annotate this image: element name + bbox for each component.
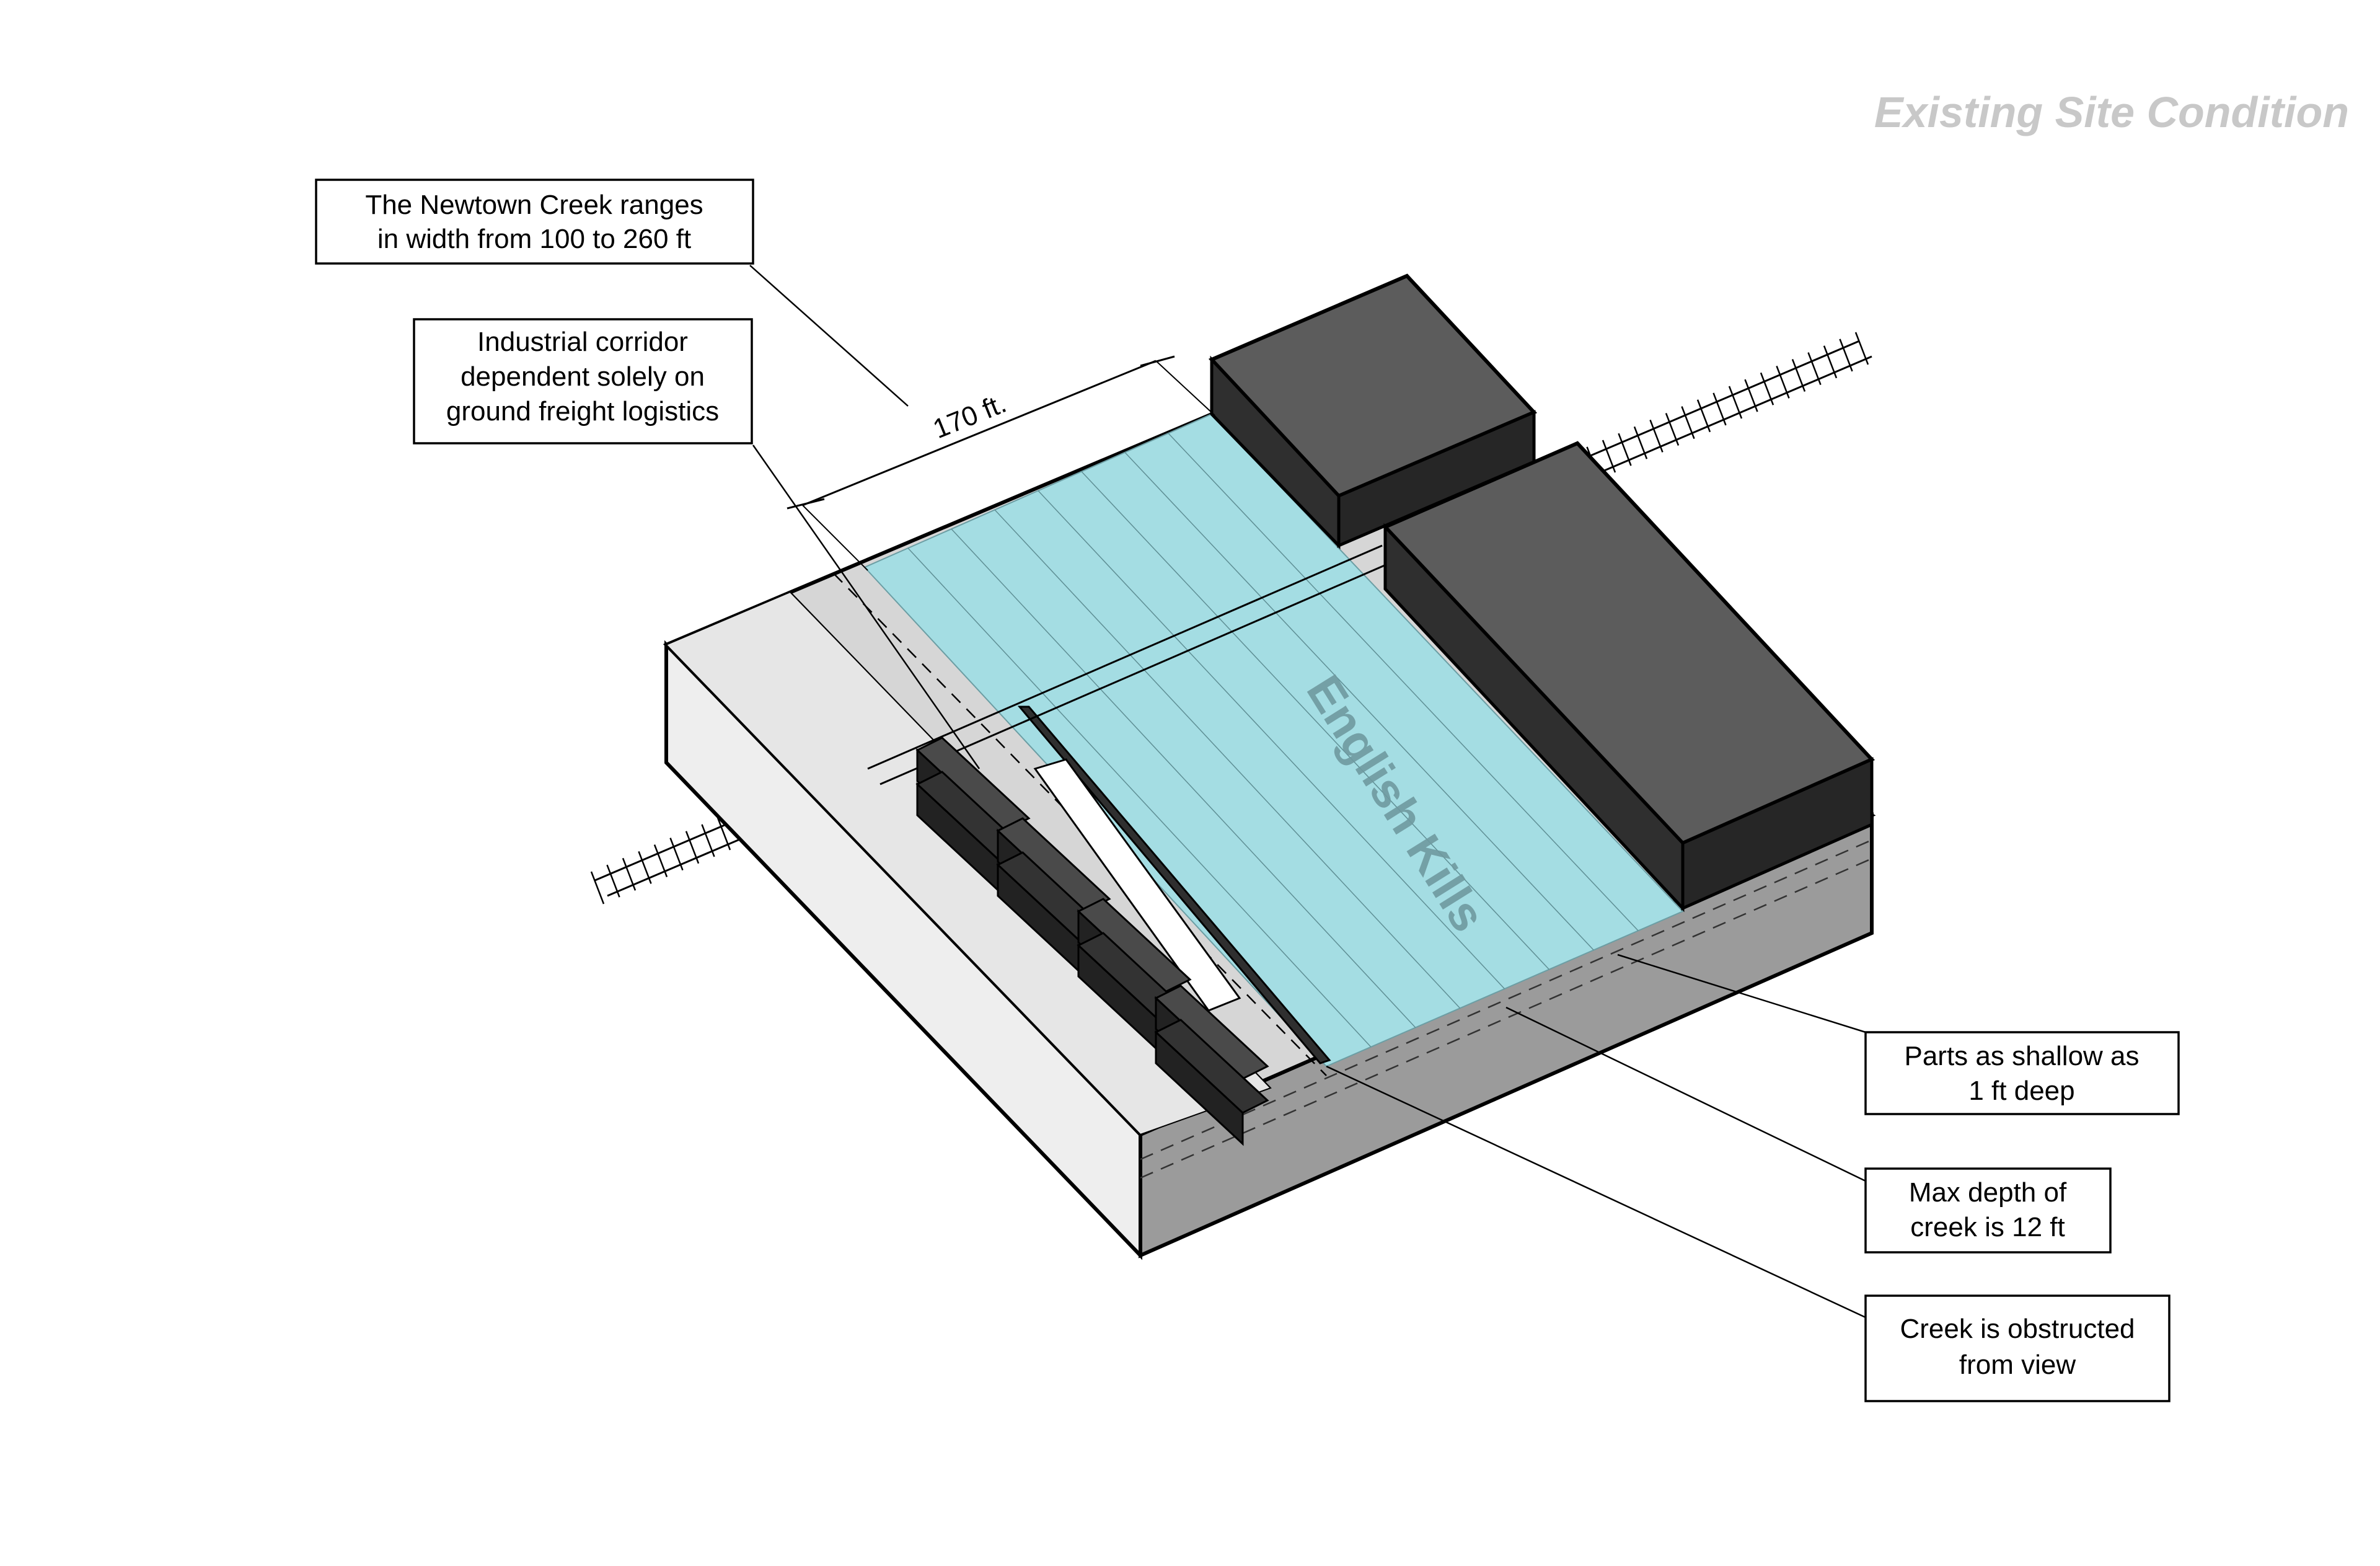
rail-tie	[1633, 426, 1648, 459]
rail-tie	[1665, 413, 1680, 446]
creek-current-line	[907, 547, 1372, 1048]
svg-text:from view: from view	[1959, 1350, 2076, 1380]
rail-tie	[1776, 365, 1790, 399]
creek-current-line	[994, 509, 1461, 1009]
rail-tie	[590, 871, 605, 905]
rail-tie	[1854, 332, 1869, 365]
svg-text:dependent solely on: dependent solely on	[461, 361, 705, 392]
rail-tie	[1807, 352, 1822, 386]
rail-tie	[1823, 345, 1838, 379]
svg-text:Parts as shallow as: Parts as shallow as	[1904, 1041, 2139, 1071]
svg-text:in width from 100 to 260 ft: in width from 100 to 260 ft	[377, 224, 691, 254]
svg-text:The Newtown Creek ranges: The Newtown Creek ranges	[365, 190, 703, 220]
rail-tie	[716, 817, 731, 851]
svg-text:Max depth of: Max depth of	[1909, 1177, 2067, 1208]
creek-current-line	[1038, 490, 1505, 989]
rail-tie	[701, 824, 715, 857]
callout-creek-width: The Newtown Creek ranges in width from 1…	[315, 179, 754, 265]
shipping-container-side	[1155, 1030, 1244, 1146]
dimension-line	[787, 355, 1215, 571]
rail-tie	[685, 831, 700, 864]
diagram-title: Existing Site Condition	[1874, 88, 2349, 136]
callout-shallow: Parts as shallow as 1 ft deep	[1864, 1031, 2180, 1115]
rail-tie	[1744, 379, 1758, 412]
creek-current-line	[951, 528, 1416, 1029]
rail-tie	[1696, 399, 1711, 433]
rail-tie	[669, 838, 684, 871]
svg-text:Industrial corridor: Industrial corridor	[477, 327, 688, 357]
creek-current-line	[1081, 471, 1549, 970]
rail-tie	[1618, 433, 1632, 466]
callout-industrial-corridor: Industrial corridor dependent solely on …	[413, 318, 753, 445]
svg-text:1 ft deep: 1 ft deep	[1968, 1076, 2074, 1106]
creek-current-lines	[907, 433, 1639, 1048]
bulkhead-wall	[1017, 706, 1331, 1064]
rail-tie	[1602, 440, 1616, 473]
rail-tie	[1839, 338, 1853, 372]
rail-tie	[1712, 392, 1727, 426]
callout-max-depth: Max depth of creek is 12 ft	[1864, 1167, 2112, 1254]
shipping-containers	[915, 737, 1269, 1146]
svg-text:ground freight logistics: ground freight logistics	[446, 396, 719, 427]
freight-train	[1033, 758, 1241, 1012]
creek-current-line	[1124, 452, 1594, 951]
rail-tie	[1791, 359, 1806, 392]
rail-tie	[1760, 372, 1774, 405]
rail-tie	[1649, 419, 1664, 453]
callout-obstructed: Creek is obstructed from view	[1864, 1294, 2171, 1402]
creek-water	[863, 413, 1684, 1068]
rail-tie	[653, 844, 668, 877]
creek-current-line	[1168, 433, 1639, 931]
rail-tie	[606, 864, 620, 898]
rail-tie	[638, 851, 652, 884]
building-back	[1208, 273, 1538, 550]
rail-tie	[1681, 406, 1695, 440]
rail-tie	[622, 857, 637, 891]
building-front	[1382, 441, 1875, 913]
svg-text:Creek is obstructed: Creek is obstructed	[1900, 1314, 2135, 1344]
svg-text:creek is 12 ft: creek is 12 ft	[1910, 1212, 2065, 1242]
rail-tie	[1728, 386, 1743, 419]
